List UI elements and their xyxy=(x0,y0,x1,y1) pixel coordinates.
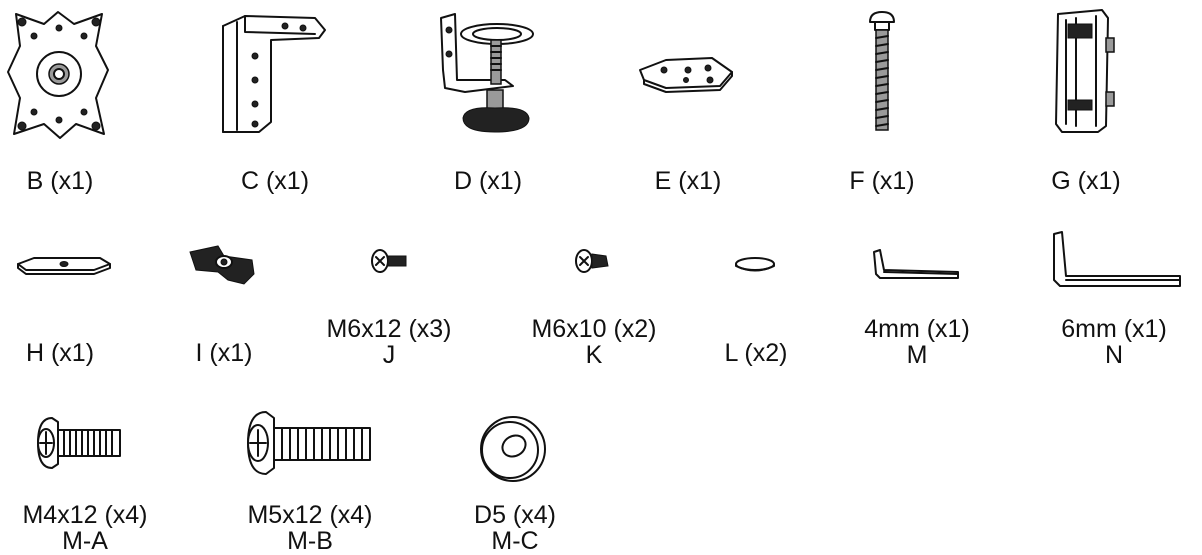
spacer-disc-icon xyxy=(735,257,775,272)
label-m-c-code: M-C xyxy=(491,527,539,555)
vesa-plate-icon xyxy=(7,11,109,139)
label-k: M6x10 (x2) K xyxy=(505,316,683,368)
wing-nut-icon xyxy=(189,245,255,285)
label-f-text: F (x1) xyxy=(849,167,915,195)
label-j-code: J xyxy=(382,341,396,369)
label-m: 4mm (x1) M xyxy=(828,316,1006,368)
label-m-b-code: M-B xyxy=(287,527,333,555)
allen-key-icon xyxy=(873,249,959,279)
label-j-text: M6x12 (x3) xyxy=(326,315,452,343)
label-b-text: B (x1) xyxy=(26,167,94,195)
label-m-a: M4x12 (x4) M-A xyxy=(0,502,170,554)
label-d-text: D (x1) xyxy=(453,167,523,195)
grommet-bracket-icon xyxy=(1055,9,1115,133)
label-f: F (x1) xyxy=(822,168,942,194)
label-m-c: D5 (x4) M-C xyxy=(440,502,590,554)
bolt-icon xyxy=(869,11,895,131)
screw-icon xyxy=(371,249,407,273)
desk-clamp-icon xyxy=(440,13,534,133)
label-g: G (x1) xyxy=(1026,168,1146,194)
label-c: C (x1) xyxy=(215,168,335,194)
label-g-text: G (x1) xyxy=(1051,167,1121,195)
label-k-code: K xyxy=(585,341,603,369)
label-m-text: 4mm (x1) xyxy=(864,315,970,343)
label-e: E (x1) xyxy=(628,168,748,194)
machine-screw-icon xyxy=(247,411,371,475)
label-j: M6x12 (x3) J xyxy=(300,316,478,368)
label-m-b-text: M5x12 (x4) xyxy=(247,501,373,529)
label-b: B (x1) xyxy=(0,168,120,194)
label-m-b: M5x12 (x4) M-B xyxy=(220,502,400,554)
label-k-text: M6x10 (x2) xyxy=(531,315,657,343)
label-l: L (x2) xyxy=(696,340,816,366)
l-bracket-icon xyxy=(222,15,326,133)
machine-screw-icon xyxy=(37,417,121,469)
label-n: 6mm (x1) N xyxy=(1030,316,1198,368)
allen-key-icon xyxy=(1053,231,1181,287)
label-n-text: 6mm (x1) xyxy=(1061,315,1167,343)
label-i: I (x1) xyxy=(164,340,284,366)
plate-icon xyxy=(639,57,733,93)
label-i-text: I (x1) xyxy=(195,339,253,367)
label-m-a-text: M4x12 (x4) xyxy=(22,501,148,529)
label-c-text: C (x1) xyxy=(240,167,310,195)
screw-icon xyxy=(575,249,609,273)
label-n-code: N xyxy=(1104,341,1124,369)
washer-plate-icon xyxy=(17,257,111,275)
label-d: D (x1) xyxy=(428,168,548,194)
label-l-text: L (x2) xyxy=(724,339,788,367)
label-h-text: H (x1) xyxy=(25,339,95,367)
label-m-code: M xyxy=(906,341,928,369)
label-e-text: E (x1) xyxy=(654,167,722,195)
label-m-a-code: M-A xyxy=(62,527,108,555)
label-m-c-text: D5 (x4) xyxy=(474,501,556,529)
washer-icon xyxy=(480,416,546,482)
label-h: H (x1) xyxy=(0,340,120,366)
